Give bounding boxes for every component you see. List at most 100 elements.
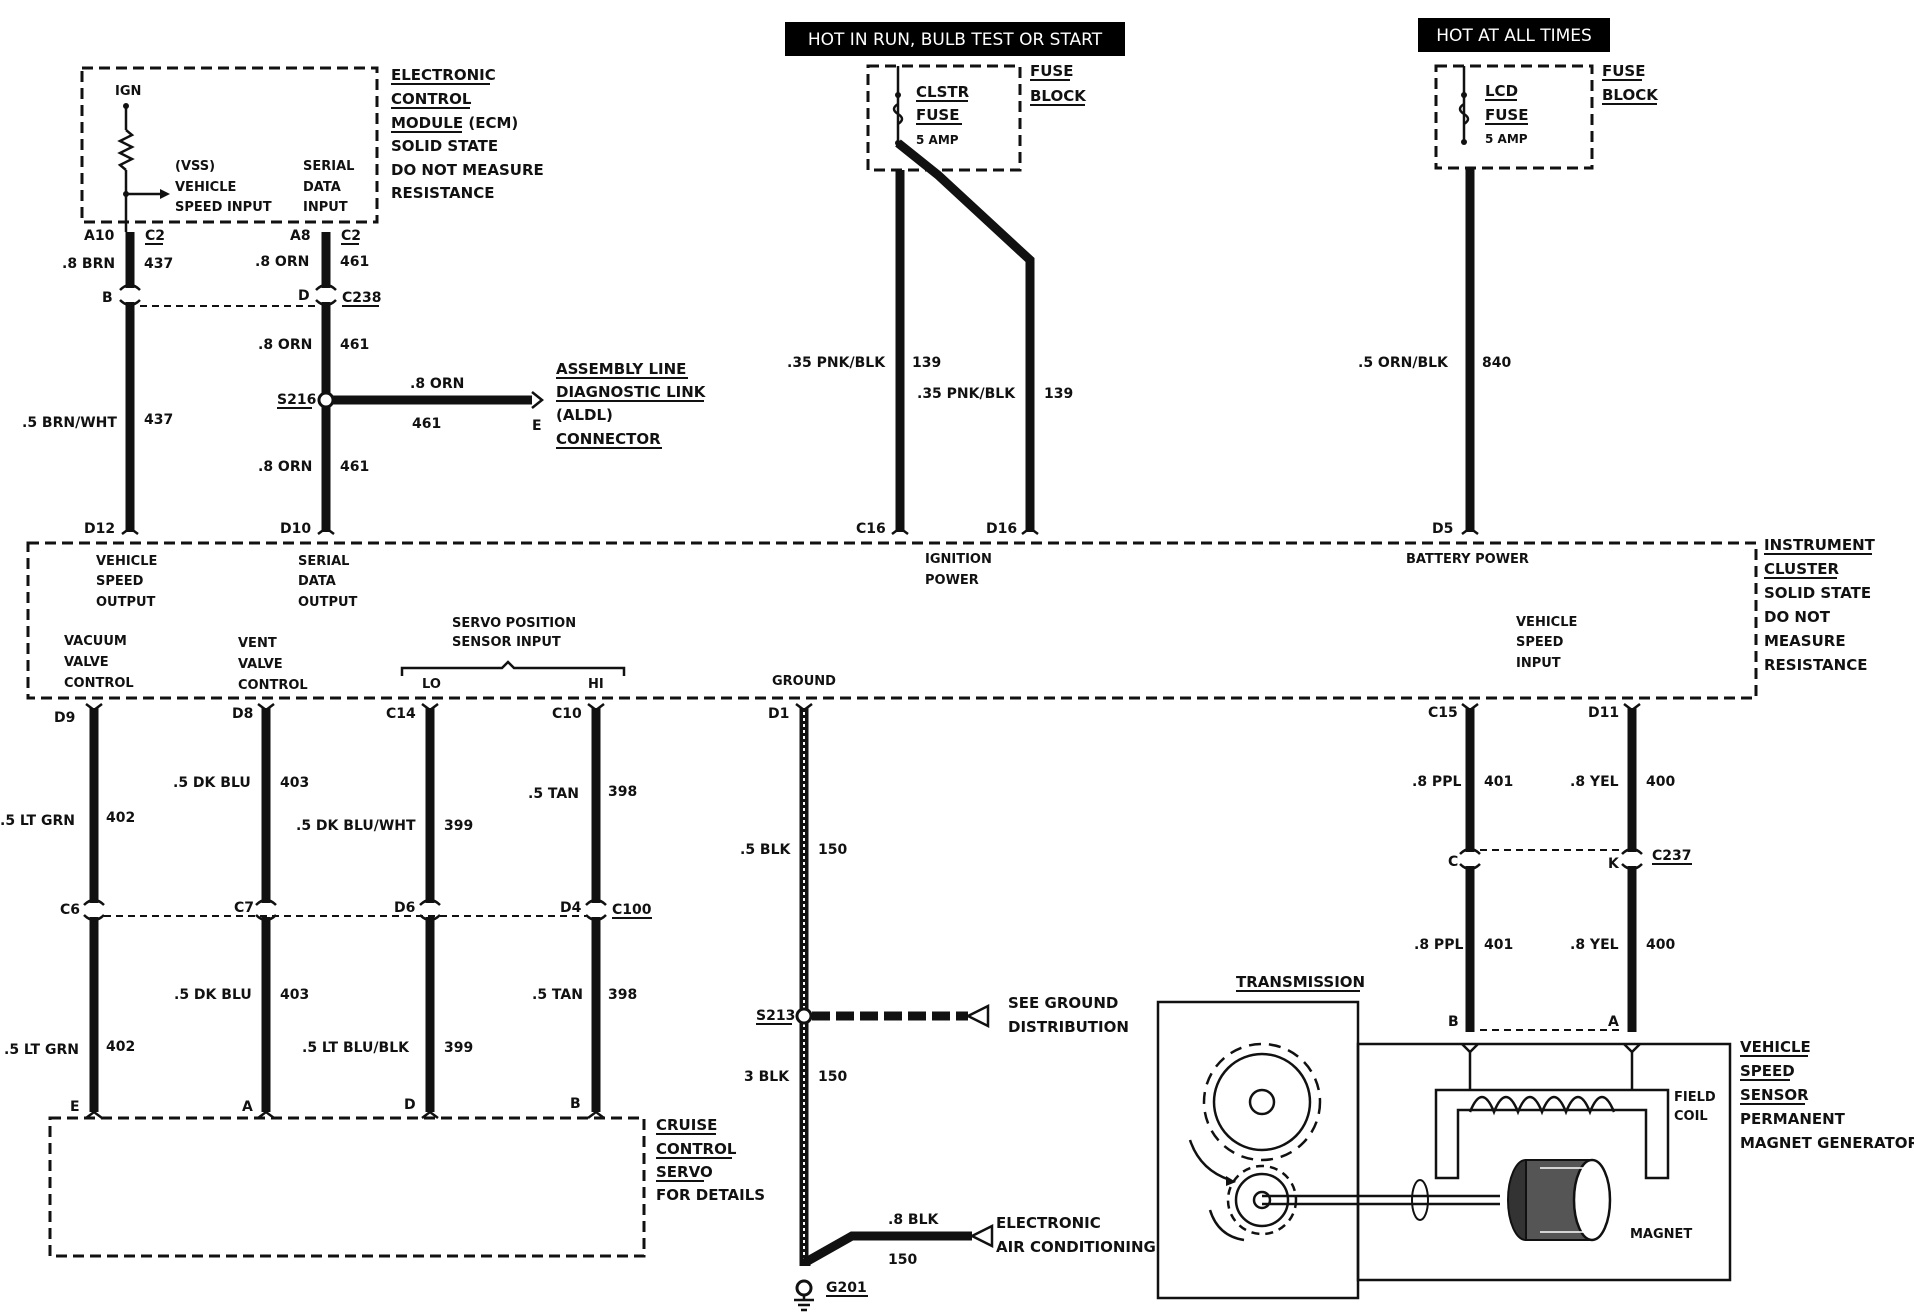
- vss-label-4: PERMANENT: [1740, 1110, 1846, 1128]
- wire-150a-number: 150: [818, 842, 847, 858]
- wire-139a-color: .35 PNK/BLK: [787, 355, 886, 371]
- cluster-vso-label-3: OUTPUT: [96, 595, 156, 610]
- wire-437b-number: 437: [144, 412, 173, 428]
- instrument-cluster-box: [26, 541, 1758, 700]
- fuse-clstr-label: CLSTR: [916, 83, 970, 101]
- ecm-desc-2: DO NOT MEASURE: [391, 161, 544, 179]
- fuse-block-1-label-2: BLOCK: [1030, 87, 1087, 105]
- wire-840-number: 840: [1482, 355, 1511, 371]
- pin-aldl-e: E: [532, 418, 542, 434]
- fuse-lcd-rating: 5 AMP: [1485, 132, 1528, 146]
- wire-401a-color: .8 PPL: [1412, 774, 1461, 790]
- cluster-sdo-label-3: OUTPUT: [298, 595, 358, 610]
- ecm-desc-3: RESISTANCE: [391, 184, 494, 202]
- wire-401b-number: 401: [1484, 937, 1513, 953]
- pin-a10: A10: [84, 228, 115, 244]
- ground-symbol-icon: [794, 1295, 814, 1312]
- ecm-serial-label-3: INPUT: [303, 200, 348, 215]
- splice-s213-label: S213: [756, 1008, 795, 1024]
- wire-403a-number: 403: [280, 775, 309, 791]
- connector-c2-serial: C2: [341, 228, 361, 244]
- pin-servo-b: B: [570, 1096, 581, 1112]
- hot-all-banner: [1418, 18, 1610, 52]
- field-coil-frame: [1434, 1088, 1670, 1180]
- wire-402a-color: .5 LT GRN: [0, 813, 75, 829]
- pin-a8: A8: [290, 228, 311, 244]
- cluster-servo-label-2: SENSOR INPUT: [452, 635, 561, 650]
- wire-461-number: 461: [340, 254, 369, 270]
- pin-vss-a: A: [1608, 1014, 1619, 1030]
- wire-398b-number: 398: [608, 987, 637, 1003]
- cluster-ground-label: GROUND: [772, 674, 836, 689]
- aldl-label-2: DIAGNOSTIC LINK: [556, 383, 707, 401]
- pin-servo-d: D: [404, 1097, 416, 1113]
- pin-c15: C15: [1428, 705, 1458, 721]
- aldl-label: ASSEMBLY LINE: [556, 360, 686, 378]
- ecm-serial-label: SERIAL: [303, 159, 354, 174]
- pin-c14: C14: [386, 706, 416, 722]
- fuse-lcd-label-2: FUSE: [1485, 106, 1528, 124]
- cluster-ign-label: IGNITION: [925, 552, 992, 567]
- wire-402b-color: .5 LT GRN: [4, 1042, 79, 1058]
- vss-label: VEHICLE: [1740, 1038, 1811, 1056]
- cluster-desc-4: RESISTANCE: [1764, 656, 1867, 674]
- fuse-block-2: [1434, 64, 1594, 170]
- cluster-vent-label-3: CONTROL: [238, 678, 308, 693]
- wire-461b-color: .8 ORN: [258, 337, 312, 353]
- wire-400b-color: .8 YEL: [1570, 937, 1619, 953]
- cluster-vent-label-2: VALVE: [238, 657, 283, 672]
- ecm-serial-label-2: DATA: [303, 180, 341, 195]
- wire-400b-number: 400: [1646, 937, 1675, 953]
- wire-139a-number: 139: [912, 355, 941, 371]
- splice-s213: [795, 1007, 813, 1025]
- vss-housing: [1356, 1042, 1732, 1282]
- wire-150c-number: 150: [888, 1252, 917, 1268]
- wire-402b-number: 402: [106, 1039, 135, 1055]
- fuse-clstr-rating: 5 AMP: [916, 133, 959, 147]
- wire-403b-color: .5 DK BLU: [174, 987, 252, 1003]
- wire-403b-number: 403: [280, 987, 309, 1003]
- pin-d10: D10: [280, 521, 311, 537]
- pin-c237-k: K: [1608, 856, 1620, 872]
- wire-150b-color: 3 BLK: [744, 1069, 790, 1085]
- cluster-vacuum-label-3: CONTROL: [64, 676, 134, 691]
- vss-label-5: MAGNET GENERATOR: [1740, 1134, 1914, 1152]
- pin-c7: C7: [234, 900, 254, 916]
- cluster-sdo-label: SERIAL: [298, 554, 349, 569]
- hot-all-banner-text: HOT AT ALL TIMES: [1436, 26, 1592, 46]
- pin-servo-e: E: [70, 1099, 80, 1115]
- wire-399a-number: 399: [444, 818, 473, 834]
- cluster-vacuum-label-2: VALVE: [64, 655, 109, 670]
- cluster-desc-2: DO NOT: [1764, 608, 1831, 626]
- eac-label: ELECTRONIC: [996, 1214, 1101, 1232]
- wire-461d-number: 461: [340, 459, 369, 475]
- wire-461d-color: .8 ORN: [258, 459, 312, 475]
- pin-d16: D16: [986, 521, 1017, 537]
- aldl-label-4: CONNECTOR: [556, 430, 661, 448]
- wire-139b-color: .35 PNK/BLK: [917, 386, 1016, 402]
- cluster-ign-label-2: POWER: [925, 573, 979, 588]
- wire-150-eac: [801, 1231, 972, 1266]
- splice-s216: [317, 391, 335, 409]
- wire-398a-number: 398: [608, 784, 637, 800]
- ecm-box: [80, 66, 379, 224]
- wire-150c-color: .8 BLK: [888, 1212, 940, 1228]
- splice-s216-label: S216: [277, 392, 316, 408]
- wire-401a-number: 401: [1484, 774, 1513, 790]
- cluster-vent-label: VENT: [238, 636, 277, 651]
- fuse-block-2-label: FUSE: [1602, 62, 1645, 80]
- gear-small-icon: [1208, 1164, 1298, 1242]
- pin-d9: D9: [54, 710, 75, 726]
- pin-c16: C16: [856, 521, 886, 537]
- wire-437-color: .8 BRN: [62, 256, 115, 272]
- servo-label: CRUISE: [656, 1116, 717, 1134]
- cruise-servo-box: [48, 1116, 646, 1258]
- pin-c10: C10: [552, 706, 582, 722]
- pin-vss-b: B: [1448, 1014, 1459, 1030]
- ecm-ign-label: IGN: [115, 84, 141, 99]
- wire-840-color: .5 ORN/BLK: [1358, 355, 1449, 371]
- ecm-resistor: [117, 129, 135, 171]
- servo-label-3: SERVO: [656, 1163, 713, 1181]
- ground-distribution-label: SEE GROUND: [1008, 994, 1118, 1012]
